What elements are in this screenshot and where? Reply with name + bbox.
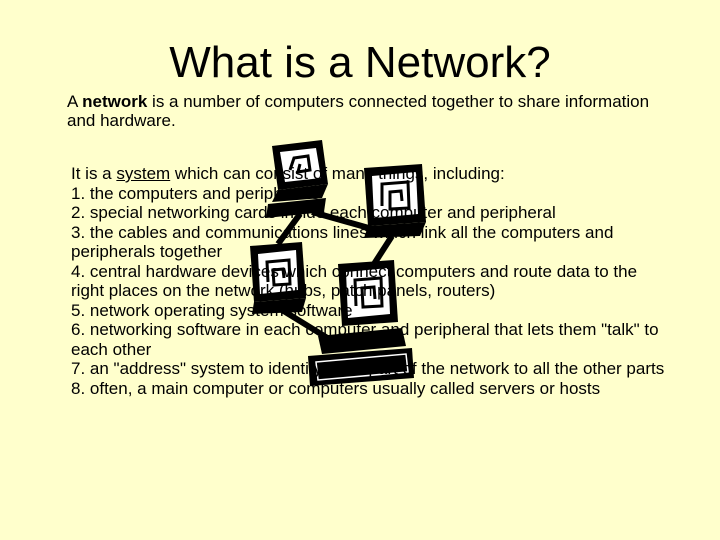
intro-rest: is a number of computers connected toget… bbox=[67, 92, 650, 130]
list-item: 6. networking software in each computer … bbox=[71, 320, 659, 359]
lead-pre: It is a bbox=[71, 164, 117, 183]
intro-text: A network is a number of computers conne… bbox=[67, 92, 667, 130]
intro-prefix: A bbox=[67, 92, 83, 111]
slide-title: What is a Network? bbox=[169, 38, 551, 87]
computer-icon bbox=[250, 242, 306, 314]
list-item: 1. the computers and peripherals bbox=[71, 183, 320, 203]
list-item: 8. often, a main computer or computers u… bbox=[71, 378, 601, 398]
list-item: 5. network operating system software bbox=[71, 300, 353, 320]
computer-icon bbox=[266, 140, 328, 218]
lead-sentence: It is a system which can consist of many… bbox=[71, 164, 671, 184]
network-cable bbox=[275, 209, 395, 345]
intro-bold-term: network bbox=[82, 92, 148, 111]
computer-icon bbox=[364, 164, 426, 238]
body-text: It is a system which can consist of many… bbox=[71, 164, 671, 398]
list-item: 3. the cables and communications lines w… bbox=[71, 222, 614, 262]
lead-post: which can consist of many things, includ… bbox=[170, 164, 505, 183]
computer-icon bbox=[308, 260, 414, 386]
system-link[interactable]: system bbox=[116, 164, 171, 183]
list-item: 7. an "address" system to identify each … bbox=[71, 359, 665, 378]
network-computers-icon bbox=[250, 140, 426, 386]
list-item: 4. central hardware devices which connec… bbox=[71, 261, 638, 301]
list-item: 2. special networking cards inside each … bbox=[71, 203, 556, 222]
